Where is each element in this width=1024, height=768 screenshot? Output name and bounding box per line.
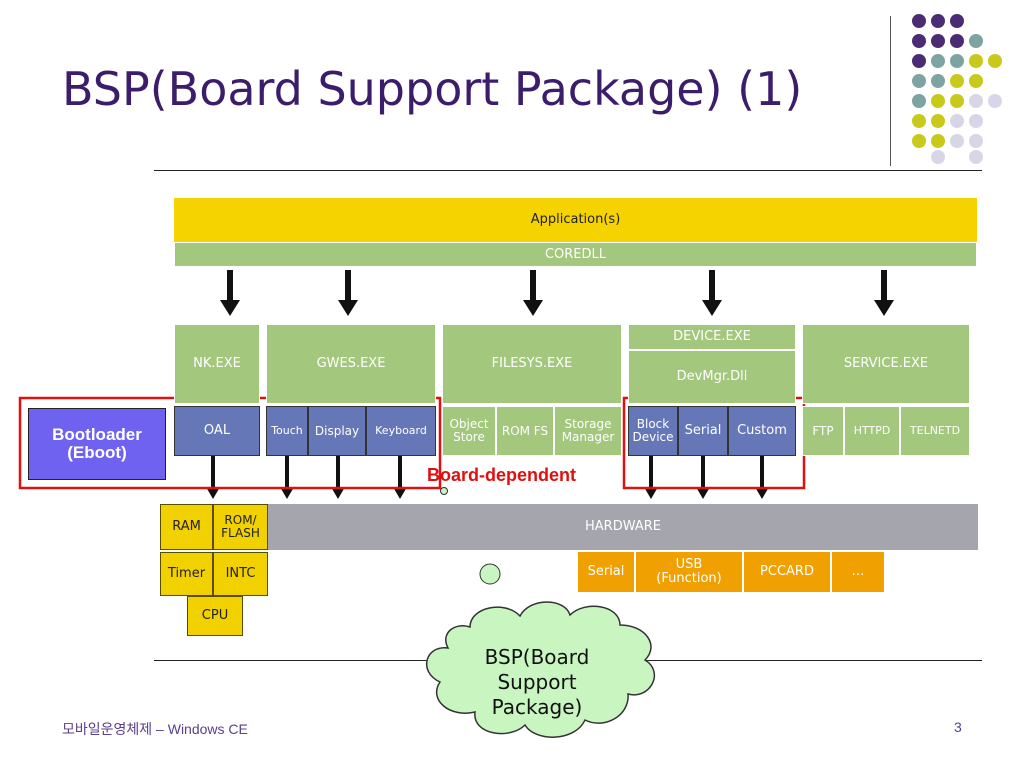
hardware-label: HARDWARE — [585, 519, 661, 535]
arrow-touch-hw — [280, 456, 294, 499]
device-exe-label: DEVICE.EXE — [673, 329, 751, 345]
bsp-callout-label: BSP(Board Support Package) — [484, 644, 590, 719]
storage-manager-box: Storage Manager — [554, 406, 622, 456]
cpu-box: CPU — [187, 596, 243, 636]
keyboard-box: Keyboard — [366, 406, 436, 456]
page-number: 3 — [954, 719, 962, 735]
nk-exe-label: NK.EXE — [193, 356, 241, 372]
hw-pccard-box: PCCARD — [744, 552, 830, 592]
bsp-callout: BSP(Board Support Package) — [462, 632, 612, 732]
title-vertical-rule — [890, 16, 891, 166]
arrow-oal-hw — [206, 456, 220, 499]
hw-serial-box: Serial — [578, 552, 634, 592]
gwes-exe-box: GWES.EXE — [266, 324, 436, 404]
arrow-serial-hw — [696, 456, 710, 499]
telnetd-box: TELNETD — [900, 406, 970, 456]
device-exe-box: DEVICE.EXE — [628, 324, 796, 350]
oal-label: OAL — [203, 423, 231, 439]
serial-driver-label: Serial — [684, 423, 722, 439]
arrow-nk — [220, 270, 240, 316]
bootloader-label: Bootloader (Eboot) — [52, 425, 142, 462]
serial-driver-box: Serial — [678, 406, 728, 456]
httpd-box: HTTPD — [844, 406, 900, 456]
service-exe-label: SERVICE.EXE — [843, 356, 929, 372]
arrow-block-hw — [644, 456, 658, 499]
filesys-exe-label: FILESYS.EXE — [491, 356, 573, 372]
arrow-gwes — [338, 270, 358, 316]
intc-label: INTC — [225, 566, 256, 582]
custom-driver-label: Custom — [737, 423, 787, 439]
thought-bubble-small — [440, 487, 448, 495]
devmgr-dll-box: DevMgr.Dll — [628, 350, 796, 404]
footer-left: 모바일운영체제 – Windows CE — [62, 721, 248, 737]
hw-more-box: … — [832, 552, 884, 592]
service-exe-box: SERVICE.EXE — [802, 324, 970, 404]
ram-box: RAM — [160, 504, 213, 550]
hw-more-label: … — [851, 564, 865, 580]
arrow-custom-hw — [755, 456, 769, 499]
ram-label: RAM — [172, 519, 201, 535]
bsp-cloud-shape — [425, 601, 656, 738]
intc-box: INTC — [213, 552, 268, 596]
oal-box: OAL — [174, 406, 260, 456]
rom-flash-label: ROM/ FLASH — [221, 513, 260, 540]
block-device-label: Block Device — [632, 417, 674, 444]
ftp-box: FTP — [802, 406, 844, 456]
nk-exe-box: NK.EXE — [174, 324, 260, 404]
gwes-exe-label: GWES.EXE — [316, 356, 386, 372]
arrow-keyboard-hw — [393, 456, 407, 499]
hw-usb-label: USB (Function) — [656, 557, 722, 586]
arrow-filesys — [523, 270, 543, 316]
touch-box: Touch — [266, 406, 308, 456]
bootloader-box: Bootloader (Eboot) — [28, 408, 166, 480]
display-label: Display — [314, 423, 360, 438]
hw-usb-box: USB (Function) — [636, 552, 742, 592]
coredll-layer: COREDLL — [174, 242, 977, 267]
object-store-label: Object Store — [449, 417, 489, 444]
arrow-device — [702, 270, 722, 316]
timer-label: Timer — [167, 566, 206, 582]
telnetd-label: TELNETD — [909, 424, 961, 438]
top-rule — [154, 170, 982, 171]
down-arrows-top — [220, 270, 894, 316]
hardware-bar: HARDWARE — [268, 504, 978, 550]
devmgr-dll-label: DevMgr.Dll — [676, 369, 748, 385]
application-layer: Application(s) — [174, 198, 977, 242]
timer-box: Timer — [160, 552, 213, 596]
filesys-exe-box: FILESYS.EXE — [442, 324, 622, 404]
rom-fs-box: ROM FS — [496, 406, 554, 456]
object-store-box: Object Store — [442, 406, 496, 456]
display-box: Display — [308, 406, 366, 456]
slide-title: BSP(Board Support Package) (1) — [62, 62, 803, 116]
custom-driver-box: Custom — [728, 406, 796, 456]
keyboard-label: Keyboard — [375, 424, 427, 438]
arrow-display-hw — [331, 456, 345, 499]
coredll-label: COREDLL — [544, 246, 607, 262]
block-device-box: Block Device — [628, 406, 678, 456]
arrow-service — [874, 270, 894, 316]
board-dependent-label: Board-dependent — [427, 465, 577, 485]
hw-serial-label: Serial — [587, 564, 625, 580]
hw-pccard-label: PCCARD — [760, 564, 814, 580]
httpd-label: HTTPD — [853, 424, 891, 438]
application-label: Application(s) — [530, 212, 621, 228]
down-arrows-bottom — [206, 456, 769, 499]
rom-fs-label: ROM FS — [501, 423, 549, 438]
cpu-label: CPU — [201, 608, 229, 624]
rom-flash-box: ROM/ FLASH — [213, 504, 268, 550]
ftp-label: FTP — [812, 423, 834, 438]
touch-label: Touch — [271, 424, 303, 438]
thought-bubble-large — [479, 563, 501, 585]
storage-manager-label: Storage Manager — [561, 417, 615, 444]
